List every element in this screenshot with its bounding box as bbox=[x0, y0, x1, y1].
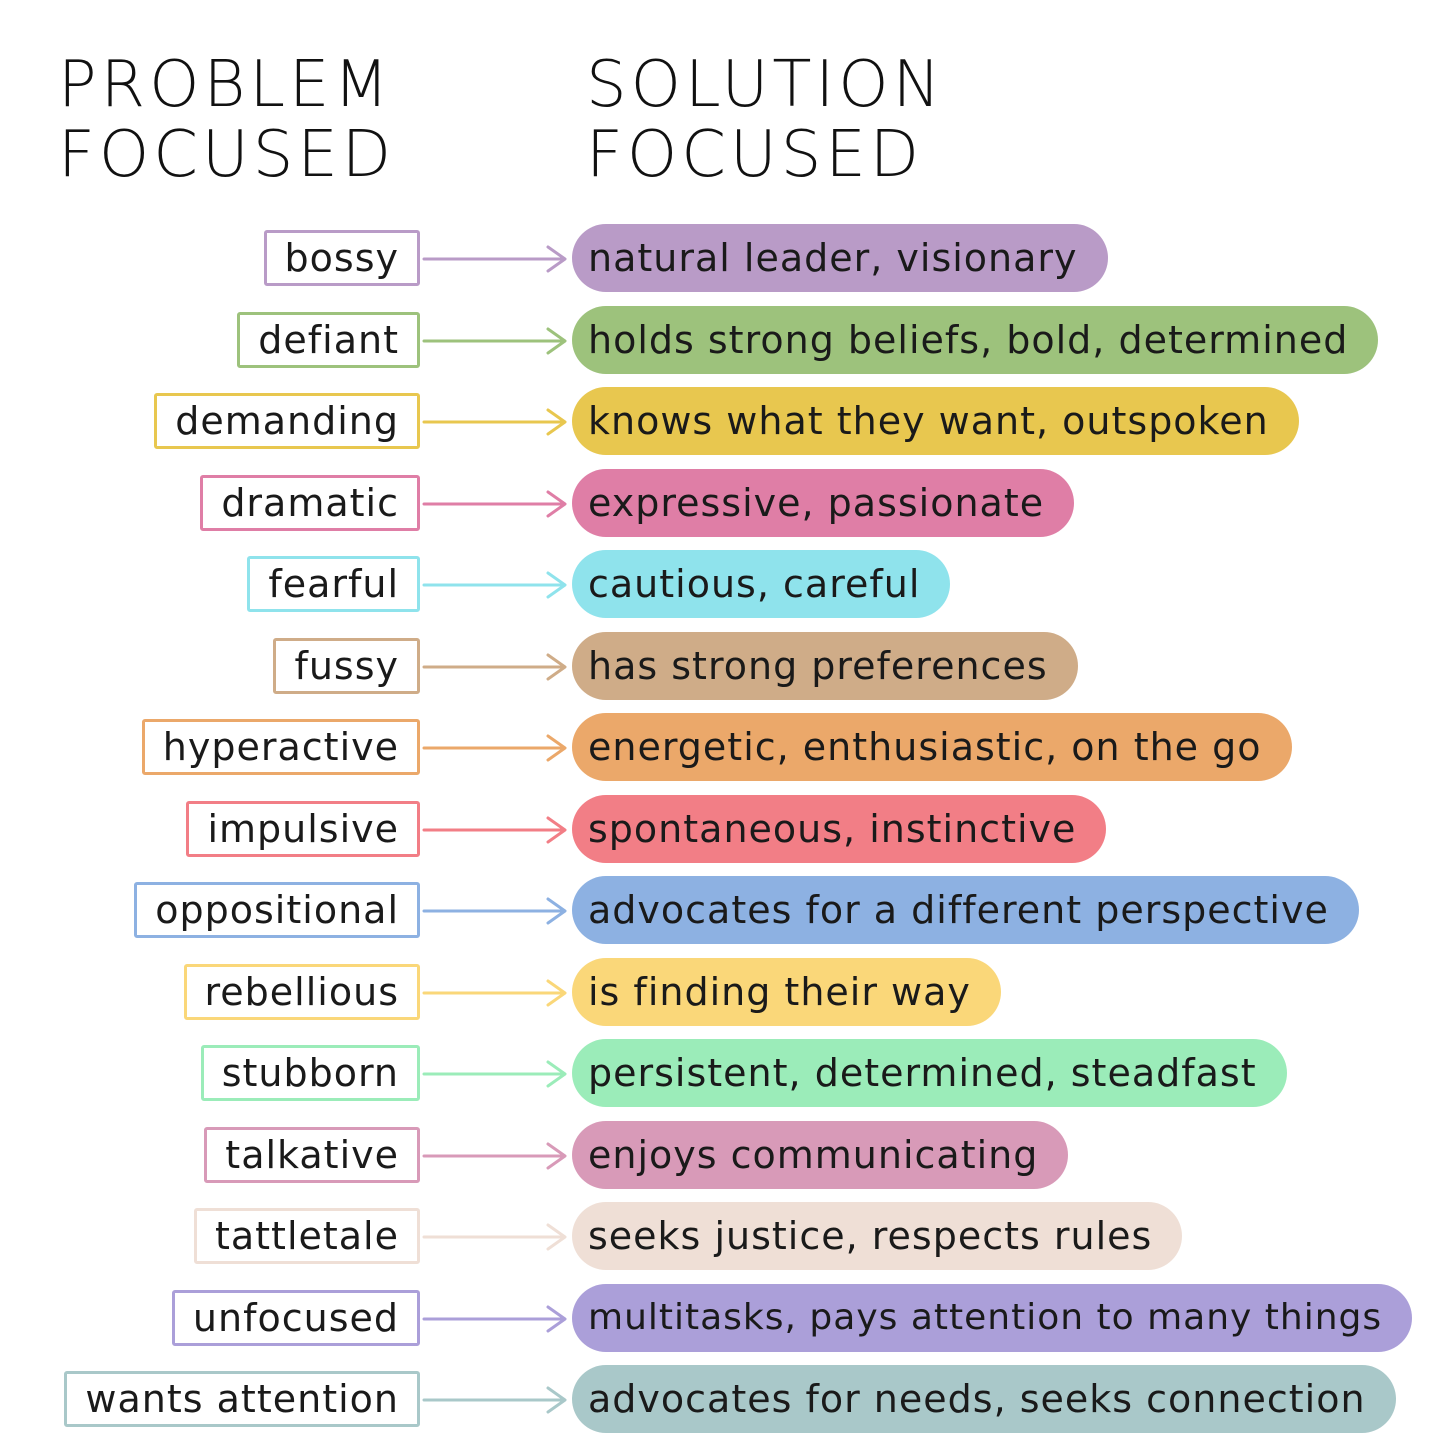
problem-word: rebellious bbox=[183, 963, 420, 1020]
problem-word: bossy bbox=[263, 230, 420, 286]
arrow-right-icon bbox=[422, 734, 567, 762]
solution-phrase: spontaneous, instinctive bbox=[572, 794, 1107, 863]
arrow-right-icon bbox=[422, 327, 567, 354]
solution-phrase: enjoys communicating bbox=[572, 1120, 1069, 1189]
solution-phrase: advocates for needs, seeks connection bbox=[572, 1365, 1396, 1433]
problem-word: dramatic bbox=[200, 474, 420, 531]
solution-phrase: multitasks, pays attention to many thing… bbox=[572, 1283, 1413, 1352]
arrow-right-icon bbox=[422, 571, 567, 599]
problem-word: unfocused bbox=[171, 1289, 420, 1346]
reframe-row: impulsive spontaneous, instinctive bbox=[0, 793, 1440, 865]
solution-phrase: is finding their way bbox=[572, 957, 1001, 1026]
solution-phrase: expressive, passionate bbox=[572, 468, 1075, 537]
reframe-row: rebellious is finding their way bbox=[0, 956, 1440, 1028]
reframe-row: fussy has strong preferences bbox=[0, 630, 1440, 702]
problem-word: impulsive bbox=[186, 800, 420, 857]
reframe-row: hyperactive energetic, enthusiastic, on t… bbox=[0, 711, 1440, 783]
reframe-row: fearful cautious, careful bbox=[0, 548, 1440, 620]
arrow-right-icon bbox=[422, 1305, 567, 1332]
arrow-right-icon bbox=[422, 1386, 567, 1414]
arrow-right-icon bbox=[422, 653, 567, 680]
reframe-row: bossy natural leader, visionary bbox=[0, 222, 1440, 294]
solution-phrase: seeks justice, respects rules bbox=[572, 1202, 1183, 1270]
reframe-row: demanding knows what they want, outspoken bbox=[0, 385, 1440, 457]
problem-word: talkative bbox=[204, 1126, 420, 1183]
problem-focused-heading: PROBLEM FOCUSED bbox=[58, 50, 395, 190]
arrow-right-icon bbox=[422, 979, 567, 1006]
solution-phrase: cautious, careful bbox=[572, 550, 951, 618]
arrow-right-icon bbox=[422, 408, 567, 436]
solution-phrase: natural leader, visionary bbox=[572, 224, 1108, 292]
reframe-row: stubborn persistent, determined, steadfas… bbox=[0, 1037, 1440, 1109]
arrow-right-icon bbox=[422, 490, 567, 517]
solution-phrase: advocates for a different perspective bbox=[572, 876, 1359, 944]
arrow-right-icon bbox=[422, 245, 567, 273]
reframe-row: talkative enjoys communicating bbox=[0, 1119, 1440, 1191]
arrow-right-icon bbox=[422, 1223, 567, 1251]
solution-focused-heading: SOLUTION FOCUSED bbox=[586, 50, 945, 190]
problem-word: fussy bbox=[273, 637, 420, 694]
problem-word: oppositional bbox=[134, 882, 420, 938]
problem-word: tattletale bbox=[193, 1208, 420, 1264]
reframe-row: tattletale seeks justice, respects rules bbox=[0, 1200, 1440, 1272]
reframe-row: oppositional advocates for a different pe… bbox=[0, 874, 1440, 946]
solution-phrase: persistent, determined, steadfast bbox=[572, 1039, 1287, 1107]
problem-heading-line1: PROBLEM bbox=[58, 48, 393, 122]
solution-phrase: energetic, enthusiastic, on the go bbox=[572, 713, 1292, 781]
arrow-right-icon bbox=[422, 1060, 567, 1088]
problem-word: wants attention bbox=[64, 1371, 420, 1427]
solution-heading-line1: SOLUTION bbox=[586, 48, 945, 122]
reframe-row: unfocused multitasks, pays attention to m… bbox=[0, 1282, 1440, 1354]
problem-word: fearful bbox=[247, 556, 420, 612]
problem-word: hyperactive bbox=[141, 719, 420, 775]
problem-word: defiant bbox=[237, 311, 420, 368]
reframe-row: dramatic expressive, passionate bbox=[0, 467, 1440, 539]
solution-phrase: holds strong beliefs, bold, determined bbox=[572, 305, 1379, 374]
solution-heading-line2: FOCUSED bbox=[586, 118, 924, 192]
reframe-row: wants attention advocates for needs, seek… bbox=[0, 1363, 1440, 1435]
problem-word: stubborn bbox=[200, 1045, 420, 1101]
solution-phrase: has strong preferences bbox=[572, 631, 1078, 700]
solution-phrase: knows what they want, outspoken bbox=[572, 387, 1299, 455]
arrow-right-icon bbox=[422, 1142, 567, 1169]
reframe-row: defiant holds strong beliefs, bold, deter… bbox=[0, 304, 1440, 376]
arrow-right-icon bbox=[422, 816, 567, 843]
problem-word: demanding bbox=[154, 393, 420, 449]
problem-heading-line2: FOCUSED bbox=[58, 118, 396, 192]
arrow-right-icon bbox=[422, 897, 567, 925]
